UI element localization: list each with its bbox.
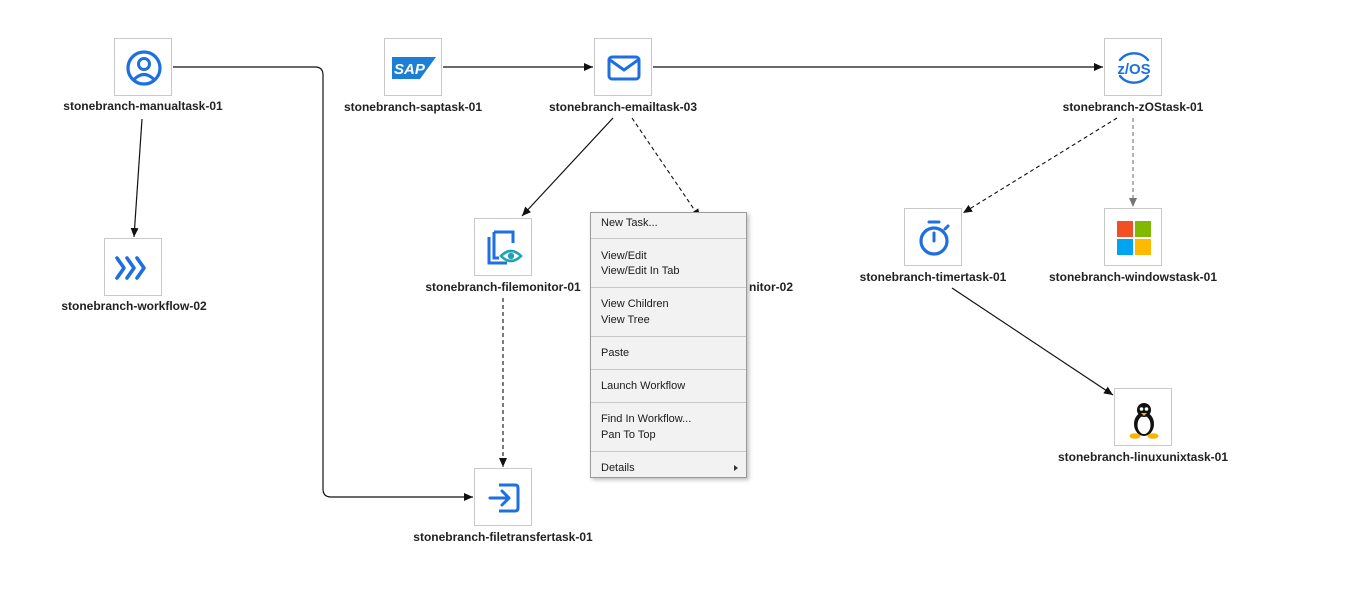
node-saptask[interactable]: SAP: [384, 38, 442, 96]
envelope-icon: [595, 39, 653, 97]
edge-zostask-timertask[interactable]: [963, 118, 1117, 213]
node-filemonitor1[interactable]: [474, 218, 532, 276]
node-label-zostask: stonebranch-zOStask-01: [1063, 100, 1204, 114]
edge-manualtask-workflow[interactable]: [134, 119, 142, 237]
menu-item-view-tree[interactable]: View Tree: [591, 313, 746, 328]
edge-timertask-linuxtask[interactable]: [952, 288, 1113, 395]
menu-separator: [591, 369, 746, 370]
user-circle-icon: [115, 39, 173, 97]
menu-item-paste[interactable]: Paste: [591, 346, 746, 361]
menu-item-pan-to-top[interactable]: Pan To Top: [591, 428, 746, 443]
edge-emailtask-filemonitor2[interactable]: [632, 118, 700, 218]
menu-separator: [591, 402, 746, 403]
file-monitor-eye-icon: [475, 219, 533, 277]
node-zostask[interactable]: z/OS: [1104, 38, 1162, 96]
node-label-windowstask: stonebranch-windowstask-01: [1049, 270, 1217, 284]
node-label-filemonitor1: stonebranch-filemonitor-01: [425, 280, 580, 294]
svg-text:z/OS: z/OS: [1117, 61, 1150, 78]
node-label-saptask: stonebranch-saptask-01: [344, 100, 482, 114]
menu-item-view-edit[interactable]: View/Edit: [591, 249, 746, 264]
menu-item-view-children[interactable]: View Children: [591, 297, 746, 312]
node-manualtask[interactable]: [114, 38, 172, 96]
menu-separator: [591, 287, 746, 288]
stopwatch-icon: [905, 209, 963, 267]
node-workflow[interactable]: [104, 238, 162, 296]
node-label-manualtask: stonebranch-manualtask-01: [63, 99, 222, 113]
menu-item-details-label: Details: [601, 462, 635, 474]
node-label-filemonitor2: nitor-02: [749, 280, 793, 294]
node-label-workflow: stonebranch-workflow-02: [61, 299, 206, 313]
menu-item-details[interactable]: Details: [591, 461, 746, 476]
chevrons-right-icon: [105, 239, 163, 297]
file-transfer-icon: [475, 469, 533, 527]
menu-separator: [591, 336, 746, 337]
node-filetransfer[interactable]: [474, 468, 532, 526]
sap-logo-icon: SAP: [385, 39, 443, 97]
node-label-emailtask: stonebranch-emailtask-03: [549, 100, 697, 114]
node-label-filetransfer: stonebranch-filetransfertask-01: [413, 530, 592, 544]
windows-logo-icon: [1105, 209, 1163, 267]
svg-text:SAP: SAP: [394, 61, 426, 78]
node-label-timertask: stonebranch-timertask-01: [860, 270, 1007, 284]
zos-logo-icon: z/OS: [1105, 39, 1163, 97]
node-label-linuxtask: stonebranch-linuxunixtask-01: [1058, 450, 1228, 464]
node-timertask[interactable]: [904, 208, 962, 266]
menu-separator: [591, 238, 746, 239]
linux-penguin-icon: [1115, 389, 1173, 447]
edge-emailtask-filemonitor1[interactable]: [522, 118, 613, 216]
menu-item-view-edit-tab[interactable]: View/Edit In Tab: [591, 264, 746, 279]
menu-separator: [591, 451, 746, 452]
menu-item-new-task[interactable]: New Task...: [591, 216, 746, 231]
node-linuxtask[interactable]: [1114, 388, 1172, 446]
submenu-arrow-icon: [734, 465, 738, 471]
context-menu: New Task... View/Edit View/Edit In Tab V…: [590, 212, 747, 478]
node-windowstask[interactable]: [1104, 208, 1162, 266]
node-emailtask[interactable]: [594, 38, 652, 96]
menu-item-find-in-workflow[interactable]: Find In Workflow...: [591, 412, 746, 427]
menu-item-launch-workflow[interactable]: Launch Workflow: [591, 379, 746, 394]
